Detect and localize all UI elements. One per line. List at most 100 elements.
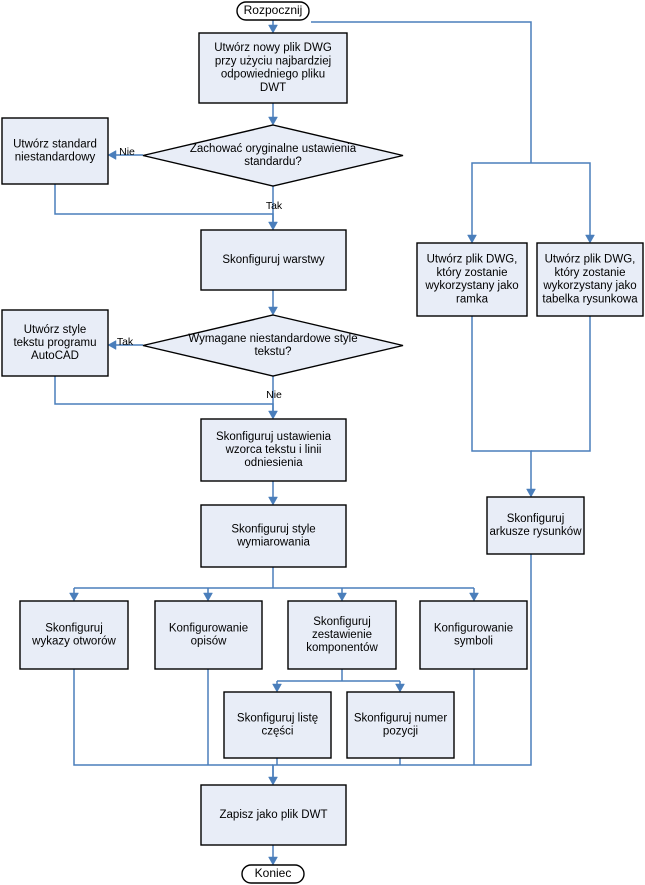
arrow-symbols [469,592,479,602]
node-label-line: Utwórz nowy plik DWG [214,42,332,54]
node-label-line: komponentów [306,642,378,654]
node-label-line: Skonfiguruj [313,616,371,628]
arrow-sheets [526,488,536,498]
node-label-line: Skonfiguruj [507,513,565,525]
edge-label-tak-text: Tak [117,336,134,348]
arrow-comp [337,592,347,602]
node-titleblock-dwg[interactable]: Utwórz plik DWG,który zostaniewykorzysta… [536,242,644,317]
node-end[interactable]: Koniec [241,864,305,884]
connector-right-branch-split-left [471,162,531,240]
node-shape-rect [287,600,397,670]
node-label-line: Utwórz style [24,324,87,336]
arrow-acad [107,340,117,350]
node-label-line: odpowiedniego pliku [221,69,325,81]
node-start[interactable]: Rozpocznij [236,1,310,21]
node-shape-rect [536,242,644,317]
node-label-line: pozycji [383,726,418,738]
node-shape-rect [200,418,347,482]
edge-label-tak-standard: Tak [266,200,283,212]
node-label-line: arkusze rysunków [489,526,582,538]
node-label-line: wzorca tekstu i linii [225,444,322,456]
node-label-line: tabelka rysunkowa [542,293,638,305]
node-label-line: który zostanie [555,267,626,279]
arrow-text-q [268,306,278,316]
node-layers[interactable]: Skonfiguruj warstwy [200,229,347,291]
node-label-line: Skonfiguruj style [231,523,315,535]
arrow-new-dwg [268,24,278,34]
node-shape-rect [416,242,528,317]
node-shape-diamond [142,314,404,377]
node-shape-terminator [241,864,305,884]
arrow-dim [268,496,278,506]
edge-label-nie-standard: Nie [119,146,135,158]
node-label-line: Rozpocznij [244,3,303,17]
node-label-line: ramka [456,293,489,305]
arrow-decision [268,116,278,126]
node-save-dwt[interactable]: Zapisz jako plik DWT [200,784,347,846]
node-label-line: Koniec [255,866,292,880]
node-label-line: który zostanie [437,267,508,279]
node-label-line: standardu? [244,156,302,168]
node-shape-rect [200,504,347,568]
node-label-line: wykorzystany jako [542,280,636,292]
node-frame-dwg[interactable]: Utwórz plik DWG,który zostaniewykorzysta… [416,242,528,317]
node-label-line: Zapisz jako plik DWT [220,809,328,821]
arrowhead-layer [69,24,595,866]
arrow-annot [203,592,213,602]
arrow-balloon [395,683,405,693]
arrow-frame [467,234,477,244]
node-shape-rect [200,229,347,291]
node-label-line: Skonfiguruj listę [237,712,318,724]
node-label-line: Skonfiguruj [45,622,103,634]
node-shape-rect [419,600,528,670]
arrow-titleblock [585,234,595,244]
node-shape-rect [346,691,455,759]
node-shape-rect [154,600,263,670]
connector-hole-to-bottom [73,669,273,766]
node-label-line: tekstu? [254,346,291,358]
arrow-leader [268,410,278,420]
node-label-line: wymiarowania [236,537,310,549]
edge-label-nie-text: Nie [266,389,282,401]
node-shape-rect [198,32,348,104]
node-parts-list[interactable]: Skonfiguruj listę części [223,691,332,759]
arrow-layers [268,221,278,231]
node-shape-rect [200,784,347,846]
node-label-line: Utwórz plik DWG, [427,254,518,266]
node-hole-charts[interactable]: Skonfiguruj wykazy otworów [19,600,129,670]
node-label-line: Skonfiguruj ustawienia [216,431,332,443]
node-shape-rect [1,309,109,377]
node-label-line: części [262,726,294,738]
node-dim-styles[interactable]: Skonfiguruj style wymiarowania [200,504,347,568]
node-label-line: Skonfiguruj warstwy [222,254,325,266]
node-label-line: Wymagane niestandardowe style [188,333,357,345]
node-label-line: DWT [260,82,286,94]
node-label-line: Utwórz standard [13,138,97,150]
node-shape-terminator [236,1,310,21]
node-label-line: AutoCAD [31,350,79,362]
node-label-line: opisów [191,636,227,648]
arrow-parts [272,683,282,693]
connector-acad-return [54,376,274,416]
arrow-custom-standard [107,150,117,160]
node-shape-rect [486,496,585,555]
node-label-line: wykazy otworów [31,636,116,648]
node-label-line: tekstu programu [13,337,96,349]
connector-layer [54,20,591,862]
connector-frame-merge [471,316,532,494]
node-label-line: przy użyciu najbardziej [215,55,331,67]
